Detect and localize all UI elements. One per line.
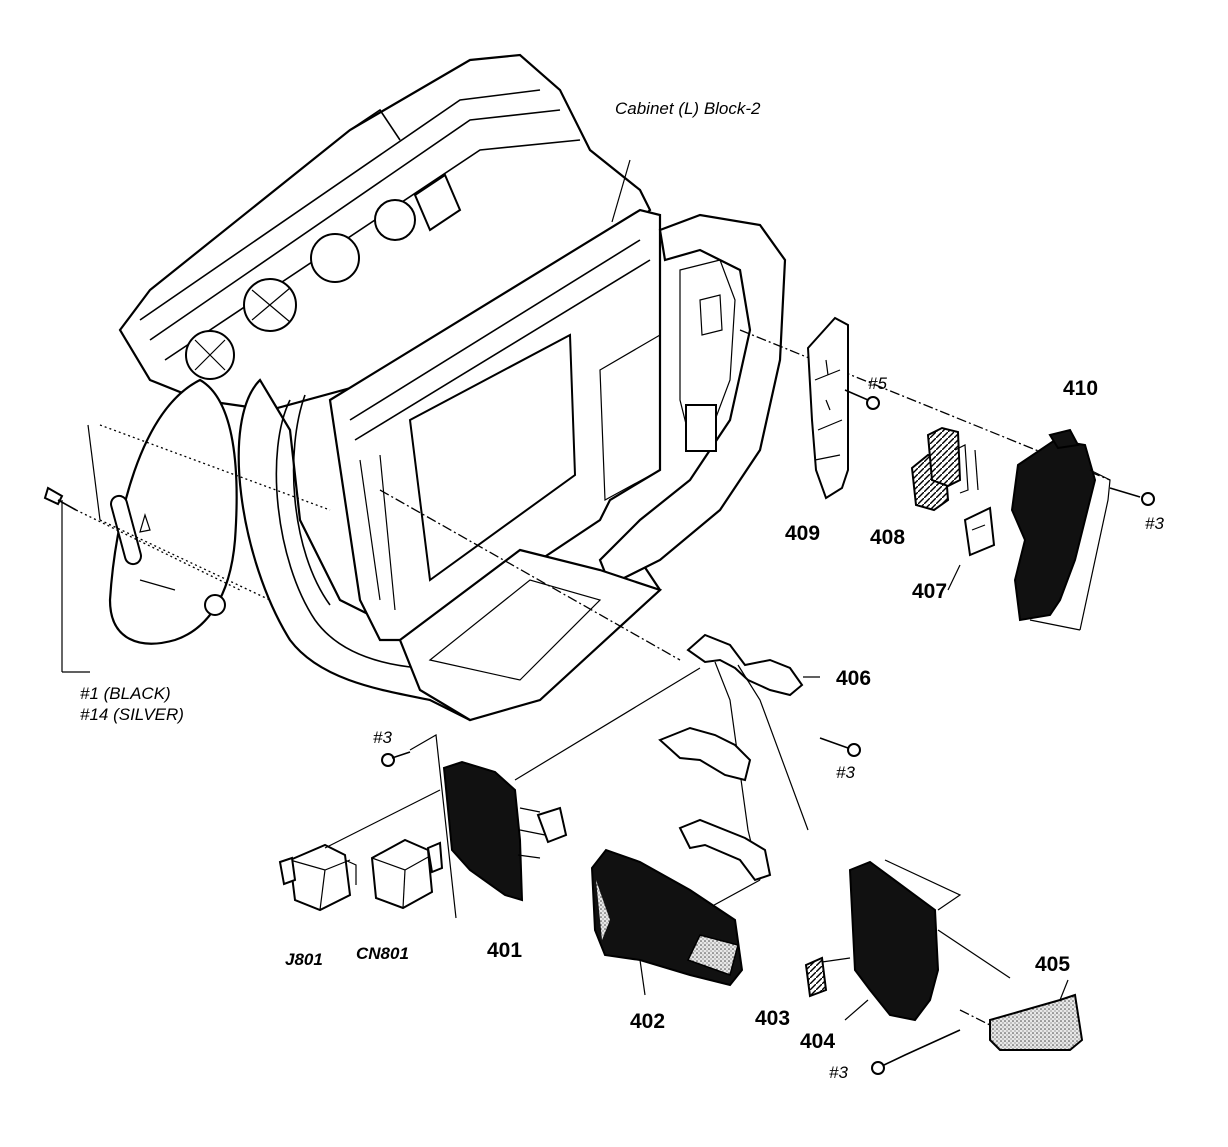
part-402-shield xyxy=(590,848,744,996)
screw-3-right xyxy=(1109,487,1155,506)
screw-3-middle xyxy=(819,737,861,757)
part-403-connector xyxy=(804,956,851,998)
label-screw-3-right: #3 xyxy=(1145,514,1164,533)
label-screw-5: #5 xyxy=(868,374,887,393)
screw-1-14 xyxy=(43,424,331,673)
cabinet-body xyxy=(118,53,787,722)
part-408-connector xyxy=(910,426,979,512)
alignment-line-main xyxy=(379,489,681,661)
part-406-frame xyxy=(658,633,820,911)
label-screw-14-silver: #14 (SILVER) xyxy=(80,705,184,724)
label-screw-3-middle: #3 xyxy=(836,763,855,782)
label-405: 405 xyxy=(1035,953,1070,976)
screw-5 xyxy=(844,389,880,410)
label-screw-1-black: #1 (BLACK) xyxy=(80,684,171,703)
label-410: 410 xyxy=(1063,377,1098,400)
label-j801: J801 xyxy=(285,950,323,969)
left-side-cover xyxy=(108,378,238,645)
label-402: 402 xyxy=(630,1010,665,1033)
part-410-board xyxy=(1010,428,1111,631)
label-406: 406 xyxy=(836,667,871,690)
screw-3-bottom xyxy=(871,1029,961,1075)
label-401: 401 xyxy=(487,939,522,962)
label-409: 409 xyxy=(785,522,820,545)
part-404-board xyxy=(844,859,1011,1022)
label-407: 407 xyxy=(912,580,947,603)
part-cn801-connector xyxy=(370,838,444,910)
label-408: 408 xyxy=(870,526,905,549)
part-409-bracket xyxy=(806,316,849,500)
part-401-board xyxy=(442,667,701,902)
label-screw-3-left: #3 xyxy=(373,728,392,747)
label-403: 403 xyxy=(755,1007,790,1030)
part-407-plate xyxy=(947,506,996,591)
label-404: 404 xyxy=(800,1030,835,1053)
part-405-cover xyxy=(959,979,1084,1051)
cabinet-block-title: Cabinet (L) Block-2 xyxy=(615,99,761,118)
label-screw-3-bottom: #3 xyxy=(829,1063,848,1082)
part-j801-jack xyxy=(278,789,441,912)
label-cn801: CN801 xyxy=(356,944,409,963)
screw-3-left xyxy=(381,734,457,919)
